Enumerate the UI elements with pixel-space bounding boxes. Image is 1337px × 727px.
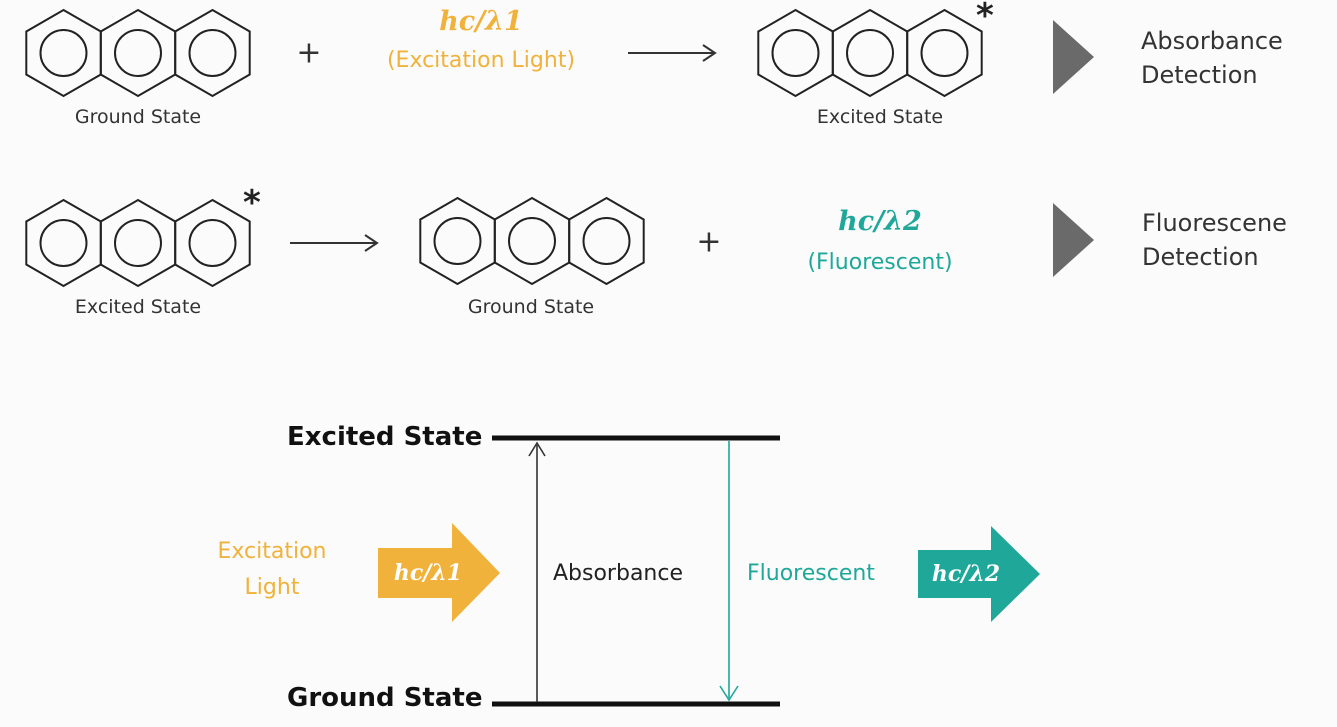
fluorescent-label: Fluorescent — [747, 561, 875, 586]
absorbance-detection-line1: Absorbance — [1141, 27, 1283, 55]
detection-triangle-row1 — [1053, 20, 1094, 94]
fluorescent-transition-arrow — [719, 441, 739, 702]
benzene-ring — [493, 196, 571, 286]
benzene-ring — [25, 198, 102, 288]
excitation-light-note: (Excitation Light) — [386, 48, 576, 73]
excitation-light-line1: Excitation — [217, 539, 327, 564]
benzene-ring — [25, 8, 102, 98]
reaction-arrow-row2 — [290, 234, 379, 252]
fluorescent-note: (Fluorescent) — [807, 250, 953, 275]
absorbance-detection-label: Absorbance Detection — [1141, 24, 1283, 92]
aromatic-circle — [582, 217, 631, 265]
benzene-ring — [99, 198, 177, 288]
excited-state-label-row1: Excited State — [816, 106, 944, 128]
excitation-light-block-arrow — [378, 523, 500, 622]
arrow-text-hc-lambda2: hc/λ2 — [931, 561, 1001, 587]
absorbance-detection-line2: Detection — [1141, 61, 1258, 89]
benzene-ring — [174, 198, 251, 288]
benzene-ring — [99, 8, 177, 98]
aromatic-circle — [39, 29, 88, 77]
molecule-excited-state-row1 — [757, 8, 983, 98]
benzene-ring — [906, 8, 983, 98]
ground-state-label-row1: Ground State — [74, 106, 202, 128]
fluorescene-detection-label: Fluorescene Detection — [1142, 206, 1287, 274]
benzene-ring — [757, 8, 834, 98]
aromatic-circle — [39, 219, 88, 267]
ground-state-label-row2: Ground State — [467, 296, 595, 318]
formula-hc-lambda1: hc/λ1 — [439, 6, 523, 37]
formula-hc-lambda2: hc/λ2 — [838, 206, 922, 237]
ground-state-level-label: Ground State — [287, 683, 483, 713]
aromatic-circle — [433, 217, 482, 265]
absorbance-label: Absorbance — [553, 561, 684, 586]
fluorescene-detection-line2: Detection — [1142, 243, 1259, 271]
aromatic-circle — [771, 29, 820, 77]
molecule-ground-state-row2 — [419, 196, 645, 286]
arrow-text-hc-lambda1: hc/λ1 — [393, 560, 463, 586]
absorbance-transition-arrow — [528, 441, 546, 702]
excitation-light-label: Excitation Light — [218, 534, 327, 606]
plus-sign-row2: + — [696, 224, 722, 260]
reaction-arrow-row1 — [628, 44, 717, 62]
aromatic-circle — [188, 219, 237, 267]
benzene-ring — [568, 196, 645, 286]
benzene-ring — [419, 196, 496, 286]
fluorescent-block-arrow — [918, 526, 1040, 622]
plus-sign-row1: + — [296, 35, 322, 71]
molecule-excited-state-row2 — [25, 198, 251, 288]
excited-state-label-row2: Excited State — [74, 296, 202, 318]
fluorescene-detection-line1: Fluorescene — [1142, 209, 1287, 237]
excited-state-level-label: Excited State — [287, 422, 483, 452]
excitation-light-line2: Light — [244, 575, 300, 600]
molecule-ground-state-row1 — [25, 8, 251, 98]
aromatic-circle — [114, 29, 162, 77]
aromatic-circle — [846, 29, 894, 77]
excited-star-row2: * — [243, 183, 261, 223]
aromatic-circle — [188, 29, 237, 77]
benzene-ring — [174, 8, 251, 98]
aromatic-circle — [508, 217, 556, 265]
aromatic-circle — [920, 29, 969, 77]
benzene-ring — [831, 8, 909, 98]
detection-triangle-row2 — [1053, 203, 1094, 277]
aromatic-circle — [114, 219, 162, 267]
excited-star-row1: * — [976, 0, 994, 36]
